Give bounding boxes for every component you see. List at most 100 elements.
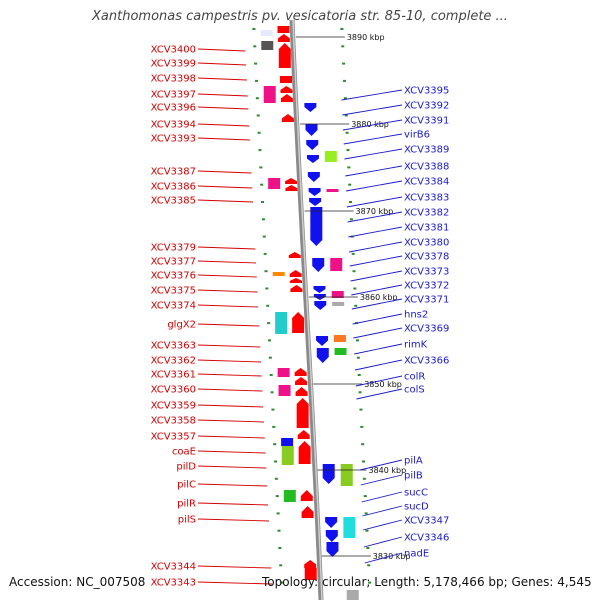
gene-label-right[interactable]: nadE — [404, 549, 429, 560]
gene-label-left[interactable]: XCV3400 — [151, 45, 196, 56]
gene-connector-right — [354, 343, 403, 355]
gene-label-right[interactable]: XCV3378 — [404, 252, 449, 263]
gene-label-left[interactable]: XCV3375 — [151, 286, 196, 297]
gene-connector-right — [345, 165, 403, 177]
gene-label-right[interactable]: colR — [404, 372, 425, 383]
gene-label-right[interactable]: sucC — [404, 488, 428, 499]
gene-box — [333, 335, 346, 342]
gene-label-left[interactable]: XCV3363 — [151, 341, 196, 352]
gene-label-left[interactable]: XCV3397 — [151, 90, 196, 101]
gene-label-right[interactable]: XCV3392 — [404, 101, 449, 112]
gene-label-left[interactable]: XCV3387 — [151, 167, 196, 178]
gene-label-left[interactable]: XCV3399 — [151, 59, 196, 70]
gene-connector-left — [197, 48, 246, 52]
gene-label-left[interactable]: XCV3379 — [151, 243, 196, 254]
gene-label-right[interactable]: pilA — [404, 456, 423, 467]
gene-connector-right — [355, 375, 403, 387]
gene-connector-right — [361, 491, 403, 503]
gene-label-right[interactable]: XCV3395 — [404, 86, 449, 97]
gene-label-left[interactable]: XCV3377 — [151, 257, 196, 268]
gene-label-left[interactable]: pilS — [178, 515, 196, 526]
gene-label-left[interactable]: XCV3394 — [151, 120, 196, 131]
tick-right — [362, 477, 366, 480]
gene-connector-right — [350, 270, 403, 282]
gene-connector-right — [356, 388, 403, 400]
gene-label-right[interactable]: XCV3383 — [404, 193, 449, 204]
gene-box — [277, 26, 290, 33]
tick-right — [352, 270, 356, 273]
gene-label-right[interactable]: XCV3389 — [404, 145, 449, 156]
gene-arrow — [325, 530, 338, 542]
gene-label-right[interactable]: virB6 — [404, 130, 430, 141]
gene-box — [334, 348, 347, 355]
gene-label-left[interactable]: glgX2 — [167, 320, 196, 331]
tick-left — [276, 512, 280, 515]
gene-label-right[interactable]: hns2 — [404, 310, 428, 321]
tick-left — [255, 97, 259, 100]
tick-right — [343, 97, 347, 100]
gene-label-left[interactable]: XCV3393 — [151, 134, 196, 145]
gene-label-left[interactable]: XCV3343 — [151, 578, 196, 589]
gene-label-right[interactable]: XCV3347 — [404, 516, 449, 527]
gene-label-left[interactable]: XCV3344 — [151, 562, 196, 573]
gene-connector-right — [362, 519, 403, 531]
gene-label-right[interactable]: XCV3381 — [404, 223, 449, 234]
gene-label-left[interactable]: XCV3385 — [151, 196, 196, 207]
gene-label-right[interactable]: XCV3372 — [404, 281, 449, 292]
tick-right — [344, 114, 348, 117]
gene-connector-right — [363, 536, 403, 548]
gene-label-right[interactable]: XCV3391 — [404, 116, 449, 127]
gene-arrow — [290, 278, 303, 283]
gene-label-left[interactable]: XCV3386 — [151, 182, 196, 193]
gene-label-right[interactable]: XCV3366 — [404, 356, 449, 367]
gene-label-right[interactable]: XCV3346 — [404, 533, 449, 544]
gene-label-left[interactable]: pilC — [177, 480, 196, 491]
tick-right — [361, 443, 365, 446]
tick-left — [275, 495, 279, 498]
gene-label-left[interactable]: XCV3357 — [151, 432, 196, 443]
tick-right — [359, 408, 363, 411]
gene-arrow — [326, 542, 339, 557]
tick-left — [260, 183, 264, 186]
tick-left — [270, 391, 274, 394]
gene-label-left[interactable]: pilD — [176, 462, 196, 473]
gene-label-right[interactable]: XCV3369 — [404, 324, 449, 335]
gene-label-right[interactable]: XCV3373 — [404, 267, 449, 278]
gene-label-right[interactable]: XCV3382 — [404, 208, 449, 219]
gene-label-right[interactable]: XCV3388 — [404, 162, 449, 173]
gene-box — [326, 189, 339, 192]
gene-connector-left — [197, 359, 262, 363]
tick-left — [279, 564, 283, 567]
gene-label-left[interactable]: XCV3358 — [151, 416, 196, 427]
gene-label-right[interactable]: pilB — [404, 471, 423, 482]
gene-label-left[interactable]: XCV3396 — [151, 103, 196, 114]
topology-text: Topology: circular; Length: 5,178,466 bp… — [262, 575, 592, 589]
gene-label-left[interactable]: XCV3360 — [151, 385, 196, 396]
gene-label-right[interactable]: sucD — [404, 502, 429, 513]
gene-label-left[interactable]: XCV3362 — [151, 356, 196, 367]
gene-arrow — [305, 124, 318, 136]
gene-label-left[interactable]: XCV3374 — [151, 301, 196, 312]
gene-label-right[interactable]: XCV3371 — [404, 295, 449, 306]
gene-label-left[interactable]: XCV3376 — [151, 271, 196, 282]
gene-label-left[interactable]: pilR — [177, 499, 196, 510]
gene-label-left[interactable]: XCV3398 — [151, 74, 196, 85]
tick-left — [273, 443, 277, 446]
gene-label-left[interactable]: coaE — [172, 447, 196, 458]
gene-label-right[interactable]: XCV3380 — [404, 238, 449, 249]
tick-right — [353, 287, 357, 290]
gene-label-left[interactable]: XCV3359 — [151, 401, 196, 412]
gene-box — [324, 151, 337, 162]
gene-label-right[interactable]: XCV3384 — [404, 177, 449, 188]
tick-left — [258, 149, 262, 152]
gene-label-left[interactable]: XCV3361 — [151, 370, 196, 381]
tick-left — [267, 322, 271, 325]
tick-right — [365, 529, 369, 532]
tick-right — [348, 183, 352, 186]
gene-label-right[interactable]: rimK — [404, 340, 428, 351]
gene-label-right[interactable]: colS — [404, 385, 425, 396]
gene-connector-left — [197, 450, 266, 454]
gene-connector-right — [351, 298, 403, 310]
